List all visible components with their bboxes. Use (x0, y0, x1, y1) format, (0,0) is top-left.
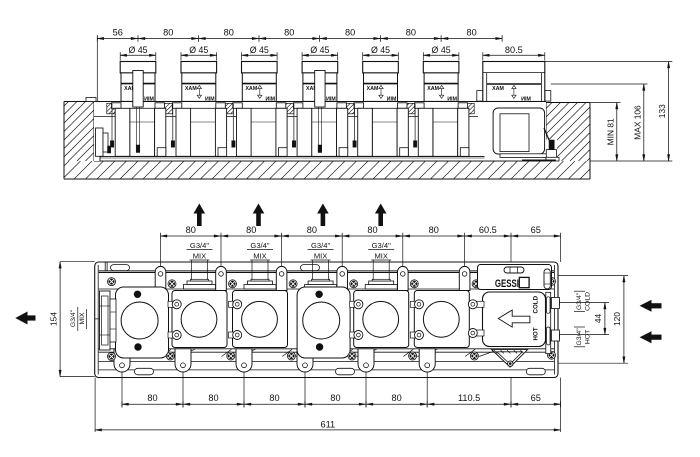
svg-text:MIN: MIN (521, 97, 531, 103)
svg-text:80: 80 (406, 28, 416, 38)
svg-text:65: 65 (531, 393, 541, 403)
svg-text:MAX: MAX (427, 86, 439, 92)
svg-text:G3/4": G3/4" (576, 292, 583, 310)
svg-text:80: 80 (163, 28, 173, 38)
svg-text:65: 65 (531, 225, 541, 235)
svg-text:Ø 45: Ø 45 (310, 45, 329, 55)
svg-text:GESSI: GESSI (495, 278, 519, 290)
svg-text:MAX: MAX (124, 86, 136, 92)
svg-text:MAX: MAX (184, 86, 196, 92)
svg-text:MIN: MIN (447, 97, 457, 103)
svg-text:MAX: MAX (306, 86, 318, 92)
svg-text:COLD: COLD (585, 292, 592, 311)
svg-text:MIN: MIN (265, 97, 275, 103)
svg-text:80: 80 (429, 225, 439, 235)
svg-text:44: 44 (593, 314, 603, 324)
svg-text:G3/4": G3/4" (311, 241, 330, 250)
svg-text:80: 80 (147, 393, 157, 403)
svg-text:80: 80 (208, 393, 218, 403)
svg-text:MIX: MIX (253, 252, 267, 261)
svg-text:MIN: MIN (386, 97, 396, 103)
svg-text:120: 120 (612, 312, 622, 326)
svg-text:MAX: MAX (245, 86, 257, 92)
svg-text:Ø 45: Ø 45 (250, 45, 269, 55)
svg-text:G3/4": G3/4" (190, 241, 209, 250)
svg-text:80: 80 (345, 28, 355, 38)
svg-text:MIX: MIX (193, 252, 207, 261)
svg-text:80: 80 (466, 28, 476, 38)
svg-text:MAX: MAX (492, 86, 504, 92)
svg-text:MIN: MIN (144, 97, 154, 103)
svg-text:MIN: MIN (326, 97, 336, 103)
svg-text:G3/4": G3/4" (372, 241, 391, 250)
svg-text:80: 80 (330, 393, 340, 403)
svg-text:G3/4": G3/4" (576, 328, 583, 346)
svg-text:MAX: MAX (366, 86, 378, 92)
svg-text:HOT: HOT (533, 327, 540, 340)
svg-text:Ø 45: Ø 45 (128, 45, 147, 55)
svg-text:611: 611 (320, 419, 335, 429)
svg-text:G3/4": G3/4" (70, 309, 77, 327)
svg-text:Ø 45: Ø 45 (371, 45, 390, 55)
svg-text:Ø 45: Ø 45 (432, 45, 451, 55)
svg-text:80: 80 (246, 225, 256, 235)
svg-text:80: 80 (307, 225, 317, 235)
svg-text:G3/4": G3/4" (250, 241, 269, 250)
svg-text:133: 133 (657, 104, 667, 118)
svg-text:80: 80 (186, 225, 196, 235)
svg-text:80: 80 (224, 28, 234, 38)
svg-text:80: 80 (391, 393, 401, 403)
svg-text:154: 154 (48, 312, 58, 326)
svg-text:80: 80 (284, 28, 294, 38)
svg-text:MIX: MIX (79, 312, 86, 325)
svg-text:HOT: HOT (585, 330, 592, 344)
svg-text:60.5: 60.5 (479, 225, 497, 235)
svg-text:80: 80 (367, 225, 377, 235)
svg-text:COLD: COLD (533, 295, 540, 313)
svg-text:80: 80 (269, 393, 279, 403)
svg-text:Ø 45: Ø 45 (189, 45, 208, 55)
svg-text:MAX 106: MAX 106 (632, 105, 642, 140)
svg-text:56: 56 (113, 28, 123, 38)
svg-text:MIN: MIN (205, 97, 215, 103)
svg-text:110.5: 110.5 (458, 393, 480, 403)
svg-text:MIX: MIX (314, 252, 328, 261)
svg-text:MIN 81: MIN 81 (605, 118, 615, 145)
svg-text:MIX: MIX (374, 252, 388, 261)
svg-text:80.5: 80.5 (505, 45, 523, 55)
